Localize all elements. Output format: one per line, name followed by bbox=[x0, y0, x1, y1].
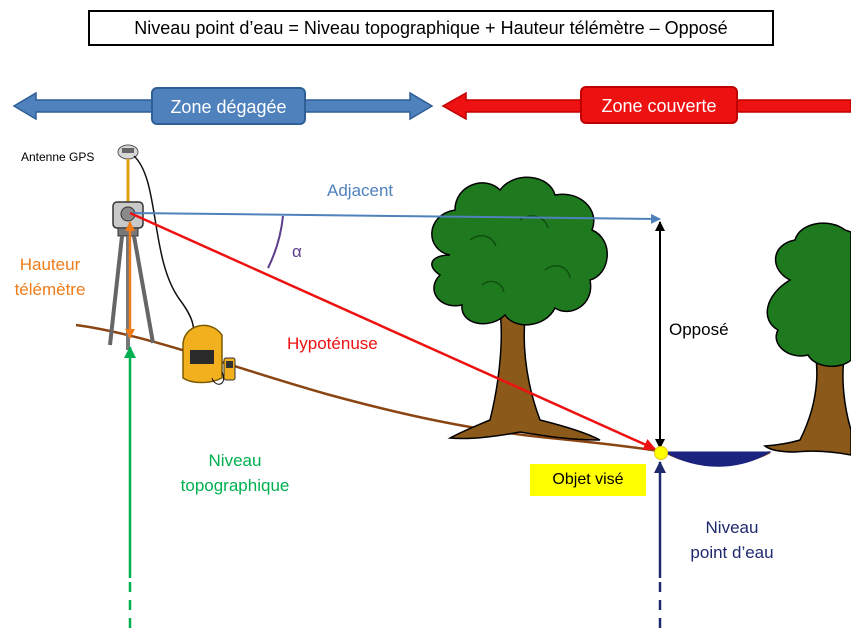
hypotenuse-line bbox=[129, 211, 656, 451]
niveau-topo-line1: Niveau bbox=[208, 451, 262, 470]
formula-box: Niveau point d’eau = Niveau topographiqu… bbox=[88, 10, 774, 46]
niveau-topo-line2: topographique bbox=[180, 476, 290, 495]
niveau-eau-line2: point d’eau bbox=[690, 543, 774, 562]
target-point bbox=[654, 446, 668, 460]
zone-couverte-label: Zone couverte bbox=[580, 86, 738, 124]
niveau-topo-label: Niveau topographique bbox=[170, 448, 300, 498]
zone-degagee-label: Zone dégagée bbox=[151, 87, 306, 125]
tree-icon bbox=[431, 176, 608, 441]
alpha-label: α bbox=[292, 242, 302, 261]
adjacent-label: Adjacent bbox=[327, 181, 394, 200]
oppose-label: Opposé bbox=[669, 320, 729, 339]
angle-arc-icon bbox=[267, 215, 284, 269]
total-station-tripod-icon bbox=[108, 201, 155, 350]
tree-icon bbox=[763, 222, 851, 456]
gps-backpack-icon bbox=[182, 324, 236, 385]
water-pool bbox=[663, 451, 772, 467]
hauteur-label: Hauteur télémètre bbox=[0, 252, 100, 302]
antenne-gps-label: Antenne GPS bbox=[21, 150, 95, 164]
hypotenuse-label: Hypoténuse bbox=[287, 334, 378, 353]
niveau-eau-label: Niveau point d’eau bbox=[672, 515, 792, 565]
hauteur-label-line1: Hauteur bbox=[19, 255, 81, 274]
hauteur-label-line2: télémètre bbox=[14, 280, 86, 299]
objet-vise-label: Objet visé bbox=[530, 464, 646, 496]
adjacent-line bbox=[129, 212, 661, 224]
niveau-eau-line1: Niveau bbox=[705, 518, 759, 537]
